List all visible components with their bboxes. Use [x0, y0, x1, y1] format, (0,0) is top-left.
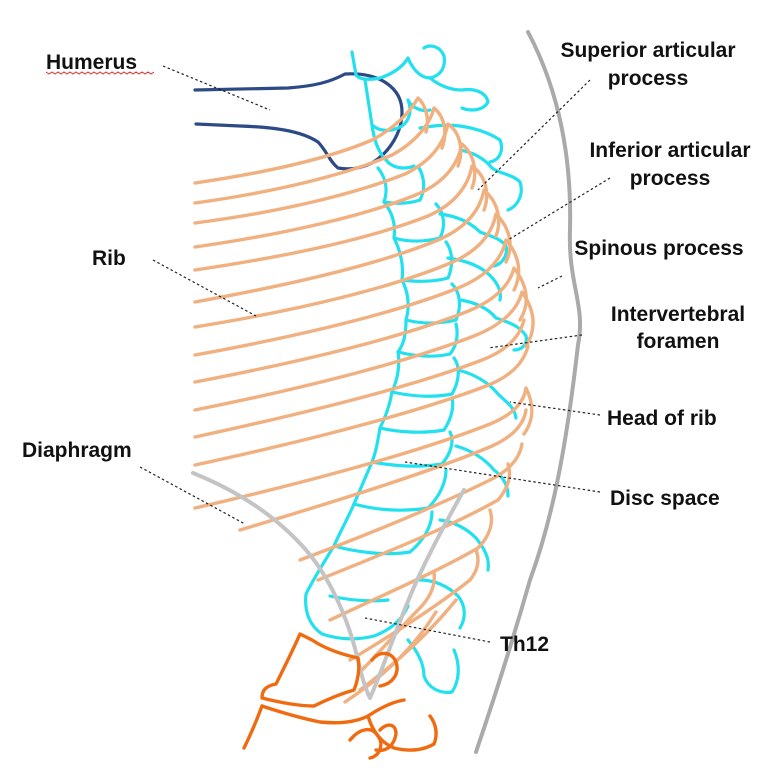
- label-head-of-rib: Head of rib: [607, 407, 717, 430]
- label-disc-space: Disc space: [610, 487, 720, 510]
- label-intervertebral-line2: foramen: [637, 330, 720, 353]
- leader-diaphragm: [139, 466, 246, 525]
- leader-lines: [139, 65, 611, 643]
- label-diaphragm: Diaphragm: [22, 439, 132, 462]
- label-inferior-articular-line2: process: [630, 167, 711, 190]
- lumbar-vertebra: [242, 632, 438, 760]
- label-th12: Th12: [500, 633, 549, 656]
- leader-humerus: [162, 65, 271, 111]
- leader-spinous-process: [537, 275, 563, 289]
- label-spinous-process: Spinous process: [574, 237, 743, 260]
- label-humerus: Humerus: [46, 51, 137, 74]
- leader-th12: [364, 617, 491, 643]
- ribs: [193, 96, 535, 704]
- label-inferior-articular-line1: Inferior articular: [589, 139, 750, 162]
- leader-superior-articular: [477, 79, 591, 191]
- leader-intervertebral-foramen: [487, 334, 583, 349]
- diaphragm-line: [191, 471, 466, 700]
- leader-inferior-articular: [507, 177, 611, 241]
- leader-head-of-rib: [509, 401, 601, 416]
- vertebral-column: [304, 44, 528, 694]
- label-superior-articular-line1: Superior articular: [560, 39, 735, 62]
- body-outline: [474, 30, 583, 754]
- label-superior-articular-line2: process: [608, 67, 689, 90]
- label-rib: Rib: [92, 247, 126, 270]
- label-intervertebral-line1: Intervertebral: [611, 303, 745, 326]
- spellcheck-squiggle: [45, 71, 155, 75]
